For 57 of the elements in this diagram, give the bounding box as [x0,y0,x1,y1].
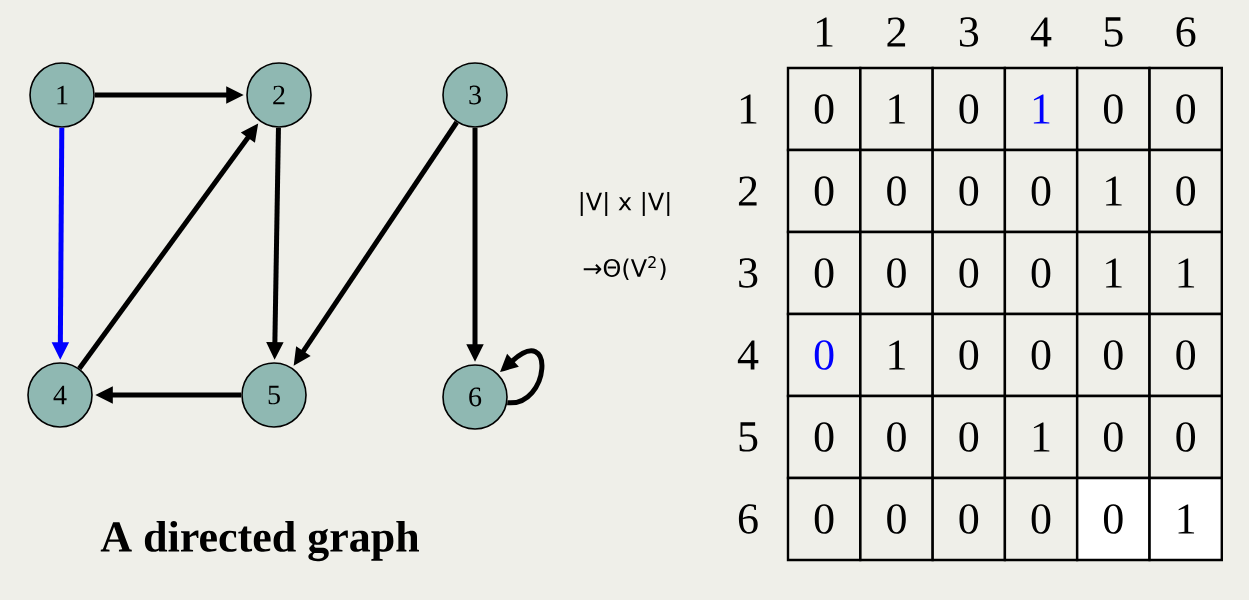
matrix-cell: 0 [1148,66,1223,152]
matrix-cell: 1 [859,66,934,152]
row-header: 4 [737,340,759,370]
graph-vertex: 4 [27,362,93,428]
matrix-cell: 0 [1076,394,1151,480]
matrix-cell: 0 [1003,312,1079,398]
row-header: 3 [739,258,758,288]
matrix-cell: 1 [1076,148,1151,234]
caption: A directed graph [100,520,419,562]
matrix-cell: 0 [931,394,1007,480]
matrix-cell: 0 [786,394,862,480]
handwritten-note: |V| x |V| [580,192,670,216]
column-header: 5 [1104,17,1123,47]
matrix-cell: 1 [1148,476,1223,562]
matrix-cell: 0 [931,148,1007,234]
matrix-cell: 0 [931,312,1007,398]
matrix-cell: 0 [1148,394,1223,480]
matrix-cell: 0 [1148,148,1223,234]
matrix-cell: 0 [859,230,934,316]
matrix-cell: 0 [1003,230,1079,316]
matrix-cell: 0 [786,312,862,398]
graph-vertex: 2 [246,62,312,128]
handwritten-note: →Θ(V$^{2}$) [583,256,666,280]
matrix-cell: 0 [931,230,1007,316]
column-header: 3 [959,17,979,47]
graph-vertex: 1 [29,62,95,128]
matrix-cell: 0 [1003,476,1079,562]
row-header: 5 [739,422,758,452]
graph-vertex: 5 [241,362,307,428]
graph-vertex: 3 [442,62,508,128]
matrix-cell: 0 [859,476,934,562]
matrix-cell: 0 [1076,476,1151,562]
matrix-cell: 0 [786,66,862,152]
column-header: 6 [1176,17,1196,47]
matrix-cell: 0 [1148,312,1223,398]
matrix-cell: 0 [859,394,934,480]
matrix-cell: 0 [786,476,862,562]
graph-vertex: 6 [442,364,508,430]
matrix-cell: 0 [931,66,1007,152]
matrix-cell: 0 [1076,66,1151,152]
row-header: 2 [738,176,757,206]
matrix-cell: 0 [1076,312,1151,398]
row-header: 6 [738,504,758,534]
matrix-cell: 0 [786,148,862,234]
matrix-cell: 1 [1003,66,1079,152]
column-header: 4 [1030,17,1052,47]
matrix-cell: 0 [931,476,1007,562]
column-header: 2 [887,17,906,47]
matrix-cell: 0 [786,230,862,316]
matrix-cell: 1 [1148,230,1223,316]
matrix-cell: 1 [1076,230,1151,316]
row-header: 1 [740,94,757,124]
matrix-cell: 1 [1003,394,1079,480]
matrix-cell: 0 [1003,148,1079,234]
column-header: 1 [816,17,833,47]
matrix-cell: 0 [859,148,934,234]
matrix-cell: 1 [859,312,934,398]
